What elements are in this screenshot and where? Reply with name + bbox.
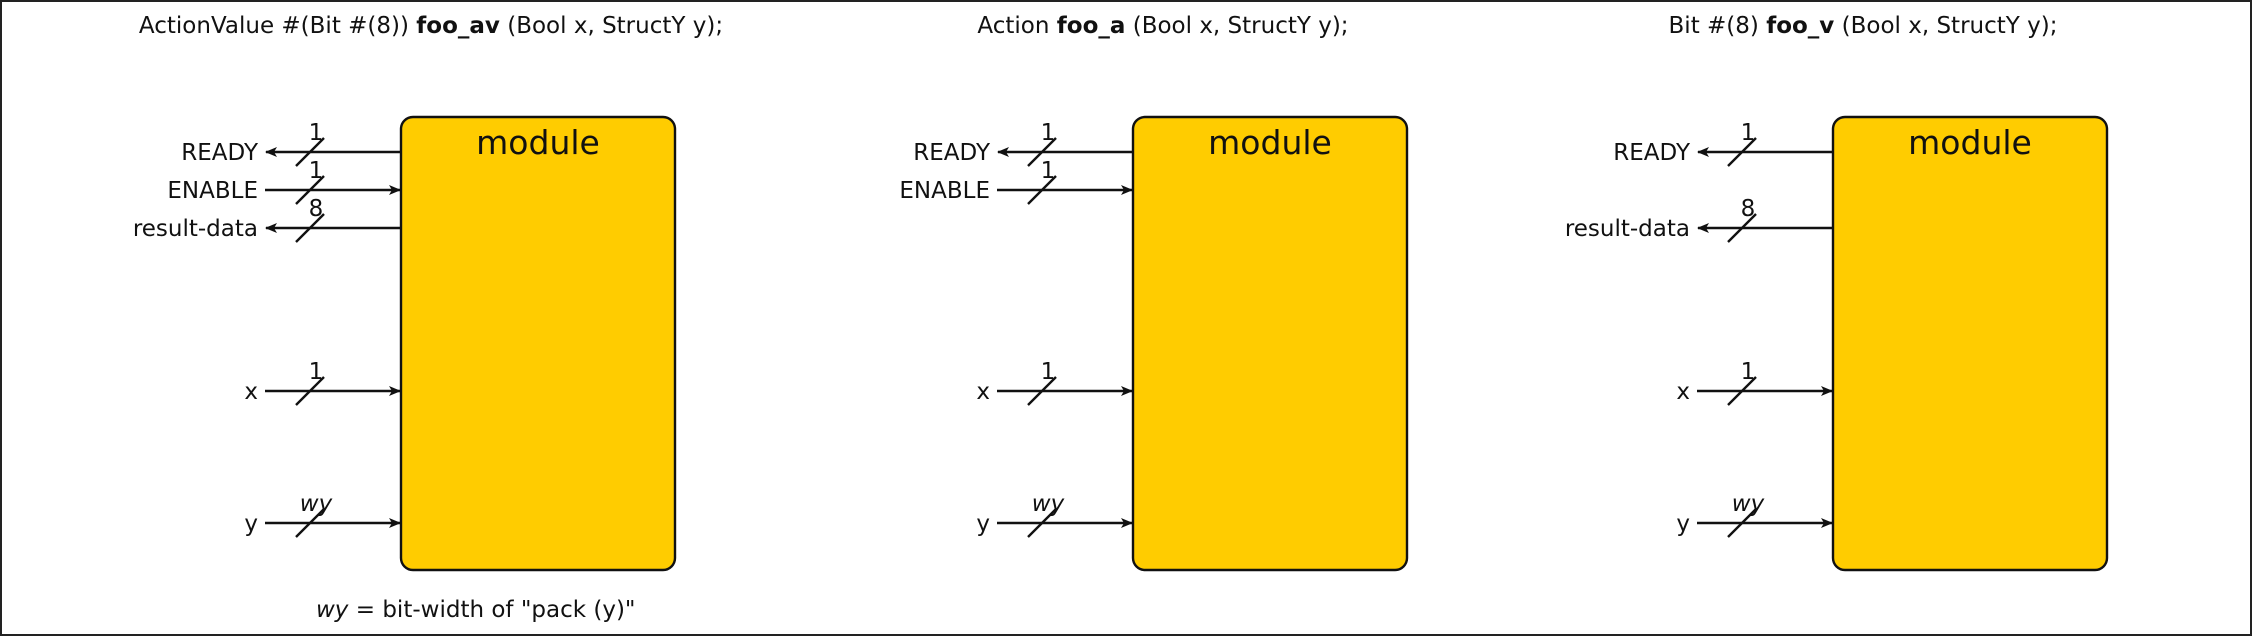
bus-width-slash [1727,508,1757,538]
panel-foo_v: Bit #(8) foo_v (Bool x, StructY y); modul… [1565,13,2109,572]
module-box [1831,115,2109,572]
footnote: wy = bit-width of "pack (y)" [316,597,636,623]
port-y: wy y [976,491,1133,538]
port-y: wy y [1676,491,1833,538]
signature-suffix: (Bool x, StructY y); [1834,13,2057,39]
bus-width-slash [1727,137,1757,167]
bus-width-slash [295,376,325,406]
port-width: wy [300,491,333,517]
module-label: module [1908,123,2032,162]
port-width: 1 [1741,359,1756,385]
method-name: foo_a [1057,13,1126,39]
method-name: foo_v [1766,13,1834,39]
port-label: y [976,511,990,537]
port-label: result-data [133,216,258,242]
method-signature: Action foo_a (Bool x, StructY y); [977,13,1348,39]
bus-width-slash [295,175,325,205]
port-width: wy [1732,491,1765,517]
signature-prefix: Action [977,13,1056,39]
port-width: 1 [1041,120,1056,146]
method-name: foo_av [416,13,500,39]
module-label: module [1208,123,1332,162]
method-signature: ActionValue #(Bit #(8)) foo_av (Bool x, … [139,13,723,39]
port-label: READY [181,140,259,166]
port-width: 1 [1741,120,1756,146]
footnote-term: wy [316,597,349,623]
module-box [399,115,677,572]
port-result-data: 8 result-data [133,196,401,243]
port-width: 8 [309,196,324,222]
bus-width-slash [1027,175,1057,205]
bus-width-slash [295,137,325,167]
port-width: 1 [1041,158,1056,184]
port-label: x [1676,379,1690,405]
port-label: result-data [1565,216,1690,242]
port-label: y [1676,511,1690,537]
port-width: 8 [1741,196,1756,222]
port-label: READY [1613,140,1691,166]
footnote-text: = bit-width of "pack (y)" [348,597,635,623]
bus-width-slash [1027,137,1057,167]
signature-suffix: (Bool x, StructY y); [1125,13,1348,39]
port-label: x [976,379,990,405]
port-label: READY [913,140,991,166]
bus-width-slash [1727,213,1757,243]
bus-width-slash [295,508,325,538]
bus-width-slash [1027,376,1057,406]
panel-foo_av: ActionValue #(Bit #(8)) foo_av (Bool x, … [133,13,723,572]
port-width: 1 [309,120,324,146]
port-label: ENABLE [167,178,258,204]
panels: ActionValue #(Bit #(8)) foo_av (Bool x, … [133,13,2109,572]
panel-foo_a: Action foo_a (Bool x, StructY y); module 1… [899,13,1409,572]
module-box [1131,115,1409,572]
port-width: 1 [1041,359,1056,385]
bus-width-slash [1027,508,1057,538]
signature-suffix: (Bool x, StructY y); [500,13,723,39]
bus-width-slash [295,213,325,243]
method-signature: Bit #(8) foo_v (Bool x, StructY y); [1669,13,2058,39]
signature-prefix: Bit #(8) [1669,13,1767,39]
port-x: 1x [1676,359,1833,406]
port-width: wy [1032,491,1065,517]
signature-prefix: ActionValue #(Bit #(8)) [139,13,416,39]
port-label: ENABLE [899,178,990,204]
port-x: 1x [976,359,1133,406]
port-label: y [244,511,258,537]
port-x: 1x [244,359,401,406]
port-result-data: 8 result-data [1565,196,1833,243]
bus-width-slash [1727,376,1757,406]
port-y: wy y [244,491,401,538]
port-width: 1 [309,359,324,385]
port-label: x [244,379,258,405]
port-width: 1 [309,158,324,184]
module-label: module [476,123,600,162]
